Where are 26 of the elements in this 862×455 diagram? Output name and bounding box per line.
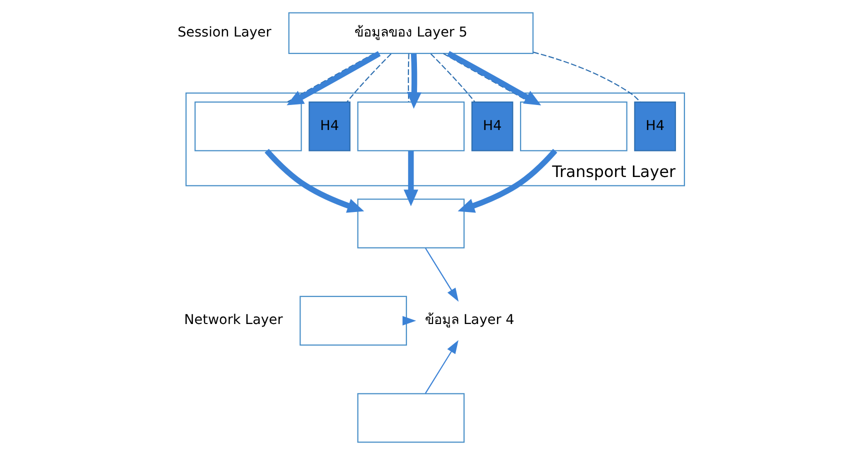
arrow [264, 148, 364, 213]
arrow [404, 150, 418, 206]
node-box [520, 101, 628, 152]
node-box [357, 101, 465, 152]
node-box [194, 101, 302, 152]
arrow [424, 340, 458, 394]
node-box: H4 [471, 101, 514, 152]
connector [430, 53, 476, 102]
node-box [357, 393, 465, 443]
node-label: Session Layer [178, 24, 272, 41]
connector [287, 53, 375, 102]
arrow [424, 248, 459, 302]
arrow [458, 148, 558, 213]
arrow [446, 51, 542, 106]
node-box: ข้อมูลของ Layer 5 [288, 12, 534, 54]
connector [408, 54, 410, 102]
connector [346, 53, 392, 102]
arrow [402, 316, 416, 326]
arrow [286, 51, 381, 106]
arrow [406, 53, 422, 109]
label: Network Layer [184, 312, 283, 328]
connector [533, 52, 641, 102]
node-box: H4 [634, 101, 676, 152]
node-text: ข้อมูล Layer 4 [425, 312, 514, 328]
node-box [357, 198, 465, 248]
node-box: H4 [308, 101, 350, 152]
